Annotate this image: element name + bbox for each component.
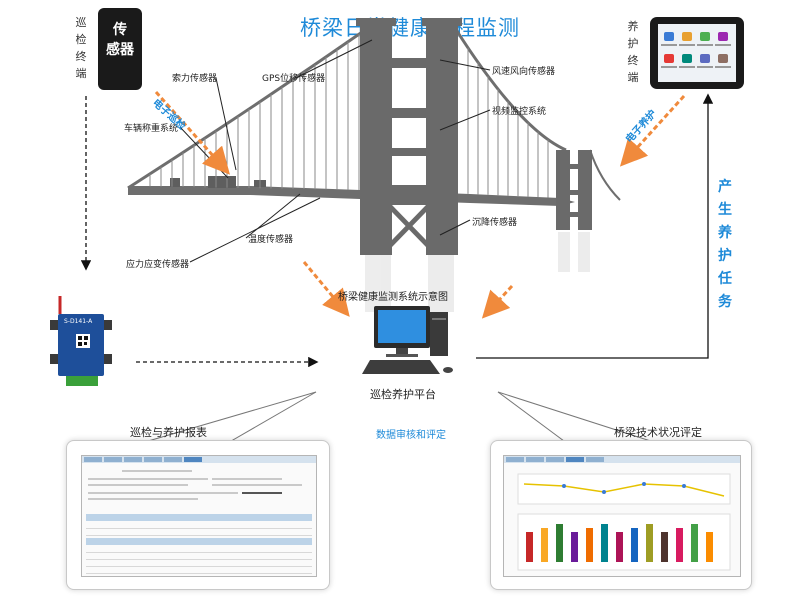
sensor-video-label: 视频监控系统 bbox=[492, 107, 547, 117]
report-screen bbox=[81, 455, 317, 577]
inspection-terminal-char: 巡 bbox=[75, 16, 87, 29]
inspection-terminal-char: 终 bbox=[75, 50, 87, 63]
maintenance-terminal-char: 养 bbox=[627, 20, 639, 33]
sensor-stress-label: 应力应变传感器 bbox=[126, 260, 190, 270]
report-panel bbox=[66, 440, 330, 590]
schematic-caption: 桥梁健康监测系统示意图 bbox=[338, 292, 448, 303]
sensor-temperature-label: 温度传感器 bbox=[248, 235, 294, 245]
task-label-char: 务 bbox=[718, 294, 732, 310]
mini-bar bbox=[526, 532, 533, 562]
evaluation-panel bbox=[490, 440, 752, 590]
inspection-terminal-char: 端 bbox=[75, 67, 87, 80]
gateway-device bbox=[50, 296, 112, 386]
mini-bar bbox=[556, 524, 563, 562]
mini-bar bbox=[706, 532, 713, 562]
inspection-terminal-label: 巡检终端 bbox=[74, 14, 88, 82]
sensor-settlement-label: 沉降传感器 bbox=[472, 218, 518, 228]
mini-bar bbox=[571, 532, 578, 562]
sensor-gps-label: GPS位移传感器 bbox=[262, 74, 326, 84]
mini-bar bbox=[601, 524, 608, 562]
maintain-arrow bbox=[619, 94, 686, 167]
arrow-up-icon bbox=[476, 93, 714, 359]
panel-callout-lines bbox=[137, 391, 661, 445]
maintenance-tablet bbox=[650, 17, 744, 89]
mini-bar bbox=[661, 532, 668, 562]
right-panel-title: 桥梁技术状况评定 bbox=[614, 426, 702, 439]
left-data-arrow bbox=[302, 261, 350, 317]
mini-bar bbox=[586, 528, 593, 562]
maintenance-terminal-char: 端 bbox=[627, 71, 639, 84]
evaluation-screen bbox=[503, 455, 741, 577]
mini-bar bbox=[691, 524, 698, 562]
sensor-vehicle-label: 车辆称重系统 bbox=[124, 124, 179, 134]
sensor-cable-force-label: 索力传感器 bbox=[172, 74, 218, 84]
patrol-arrow bbox=[154, 90, 231, 175]
tablet-screen bbox=[658, 24, 736, 82]
phone-text-row: 感器 bbox=[106, 42, 134, 58]
mini-bar bbox=[676, 528, 683, 562]
mini-bar bbox=[541, 528, 548, 562]
gateway-model: S-D141-A bbox=[64, 318, 93, 325]
phone-text-row: 传 bbox=[113, 22, 127, 38]
sensor-wind-label: 风速风向传感器 bbox=[492, 67, 556, 77]
main-cable-center bbox=[453, 27, 567, 152]
suspender-cables bbox=[149, 34, 549, 198]
inspection-phone: 传感器 bbox=[98, 8, 142, 90]
task-label: 产生养护任务 bbox=[716, 176, 734, 314]
audit-label: 数据审核和评定 bbox=[376, 430, 446, 441]
diagram-title: 桥梁日常健康远程监测 bbox=[300, 16, 520, 40]
task-label-char: 产 bbox=[718, 179, 732, 195]
mini-bar bbox=[646, 524, 653, 562]
maintenance-terminal-label: 养护终端 bbox=[626, 18, 640, 86]
main-cable-left bbox=[127, 26, 369, 190]
bridge-deck bbox=[128, 186, 575, 206]
left-panel-title: 巡检与养护报表 bbox=[130, 426, 207, 439]
maintenance-terminal-char: 终 bbox=[627, 54, 639, 67]
mini-bar bbox=[631, 528, 638, 562]
main-tower bbox=[356, 18, 462, 255]
bridge-reflection bbox=[365, 232, 590, 312]
phone-screen-text: 传感器 bbox=[101, 20, 139, 60]
task-label-char: 生 bbox=[718, 202, 732, 218]
computer-icon bbox=[362, 306, 453, 374]
inspection-terminal-char: 检 bbox=[75, 33, 87, 46]
task-label-char: 护 bbox=[718, 248, 732, 264]
secondary-tower bbox=[556, 150, 592, 230]
maintenance-terminal-char: 护 bbox=[627, 37, 639, 50]
right-data-arrow bbox=[481, 284, 514, 319]
evaluation-mini-charts bbox=[517, 473, 731, 571]
task-label-char: 任 bbox=[718, 271, 732, 287]
mini-bar bbox=[616, 532, 623, 562]
task-label-char: 养 bbox=[718, 225, 732, 241]
platform-label: 巡检养护平台 bbox=[370, 388, 436, 401]
